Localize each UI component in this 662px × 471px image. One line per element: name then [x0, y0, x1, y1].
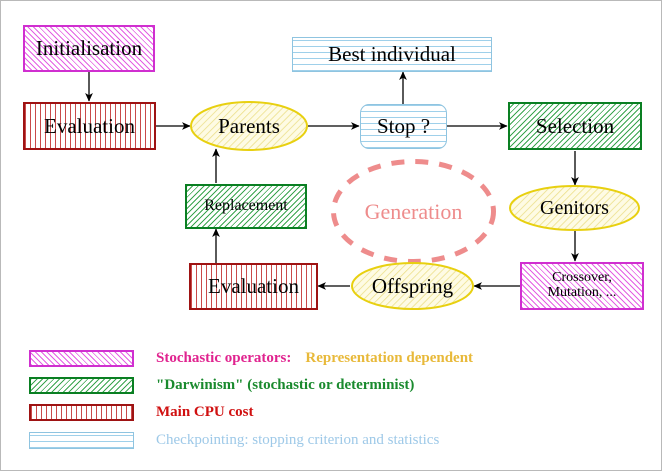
node-crossover-line2: Mutation, ...: [547, 285, 617, 300]
legend-swatch-red-vertical: [29, 403, 134, 421]
node-evaluation-bottom-label: Evaluation: [208, 274, 299, 299]
generation-ellipse-shape: [331, 159, 496, 264]
node-best-individual-label: Best individual: [328, 42, 456, 67]
node-selection[interactable]: Selection: [508, 102, 642, 150]
node-offspring-label: Offspring: [371, 273, 454, 298]
legend-row-checkpointing: Checkpointing: stopping criterion and st…: [29, 429, 439, 451]
node-generation-label: Generation: [364, 198, 463, 224]
node-initialisation[interactable]: Initialisation: [23, 25, 155, 72]
legend-swatch-green-hatch: [29, 376, 134, 394]
node-evaluation-top[interactable]: Evaluation: [23, 102, 156, 150]
node-evaluation-top-label: Evaluation: [44, 113, 135, 138]
genitors-ellipse-shape: [509, 185, 640, 231]
node-stop-label: Stop ?: [376, 114, 431, 139]
node-parents[interactable]: Parents: [190, 101, 308, 151]
parents-ellipse-shape: [190, 101, 308, 151]
legend-label-representation-dependent: Representation dependent: [305, 349, 474, 366]
legend-label-checkpointing: Checkpointing: stopping criterion and st…: [156, 431, 440, 448]
node-generation: Generation: [330, 158, 497, 265]
node-genitors-label: Genitors: [540, 196, 609, 219]
legend-label-main-cpu-cost: Main CPU cost: [156, 403, 254, 420]
legend-label-stochastic-operators: Stochastic operators:: [156, 349, 292, 366]
node-replacement[interactable]: Replacement: [185, 184, 307, 229]
node-replacement-label: Replacement: [204, 197, 288, 215]
node-initialisation-label: Initialisation: [35, 36, 143, 61]
legend-swatch-blue-horizontal: [29, 431, 134, 449]
offspring-ellipse-shape: [351, 262, 474, 310]
node-parents-label: Parents: [218, 113, 280, 138]
legend-label-darwinism: "Darwinism" (stochastic or determinist): [156, 376, 415, 393]
legend-row-stochastic-operators: Stochastic operators: Representation dep…: [29, 347, 473, 369]
node-offspring[interactable]: Offspring: [351, 262, 474, 310]
node-best-individual[interactable]: Best individual: [292, 37, 492, 72]
node-stop[interactable]: Stop ?: [360, 104, 447, 149]
legend-row-main-cpu-cost: Main CPU cost: [29, 401, 254, 423]
node-genitors[interactable]: Genitors: [509, 185, 640, 231]
legend-swatch-magenta-hatch: [29, 349, 134, 367]
node-crossover-line1: Crossover,: [552, 270, 612, 286]
node-selection-label: Selection: [535, 113, 615, 138]
legend-row-darwinism: "Darwinism" (stochastic or determinist): [29, 374, 414, 396]
node-crossover-mutation[interactable]: Crossover, Mutation, ...: [520, 262, 644, 310]
node-evaluation-bottom[interactable]: Evaluation: [189, 263, 318, 310]
